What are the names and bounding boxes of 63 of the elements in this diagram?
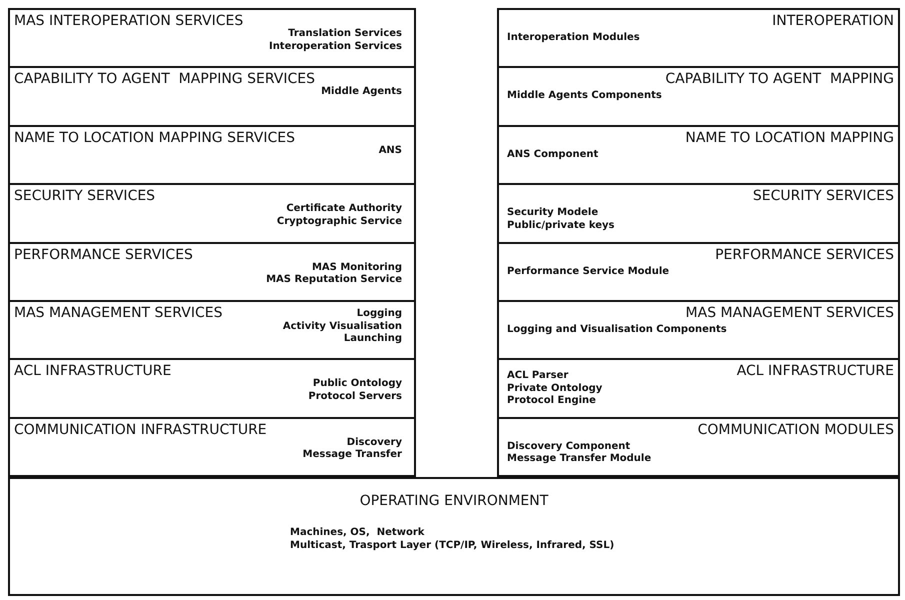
component-label: Launching [342, 333, 402, 346]
layer-title: PERFORMANCE SERVICES [14, 246, 193, 263]
component-label: Machines, OS, Network [290, 527, 426, 540]
component-label: ANS Component [507, 148, 598, 162]
component-label: Interoperation Services [268, 40, 402, 53]
component-label: ACL Parser [507, 370, 570, 383]
component-label: Discovery Component [507, 440, 632, 453]
layer-box [8, 477, 900, 596]
component-label: Translation Services [287, 28, 402, 40]
component-label: Middle Agents Components [507, 90, 662, 103]
layer-title: PERFORMANCE SERVICES [715, 246, 894, 263]
layer-box [8, 416, 416, 478]
layer-box [497, 8, 900, 68]
component-label: Message Transfer [302, 449, 402, 462]
layer-title: NAME TO LOCATION MAPPING SERVICES [14, 130, 296, 146]
layer-title: MAS MANAGEMENT SERVICES [686, 305, 894, 321]
component-label: Logging and Visualisation Components [507, 324, 727, 336]
layer-box [8, 8, 416, 68]
layer-title: ACL INFRASTRUCTURE [14, 363, 172, 380]
layer-title: MAS MANAGEMENT SERVICES [14, 305, 222, 321]
component-label: Certificate Authority [285, 203, 402, 216]
layer-title: OPERATING ENVIRONMENT [358, 493, 550, 510]
layer-title: CAPABILITY TO AGENT MAPPING SERVICES [14, 71, 316, 88]
layer-box [497, 66, 900, 127]
component-label: Activity Visualisation [282, 320, 402, 333]
layer-box [8, 242, 416, 302]
component-label: MAS Monitoring [310, 262, 402, 274]
component-label: Public Ontology [312, 378, 402, 391]
layer-box [8, 124, 416, 186]
layer-box [497, 242, 900, 302]
component-label: Performance Service Module [507, 266, 670, 278]
layer-title: COMMUNICATION INFRASTRUCTURE [14, 422, 267, 438]
layer-box [8, 66, 416, 127]
layer-title: MAS INTEROPERATION SERVICES [14, 13, 244, 29]
layer-title: NAME TO LOCATION MAPPING [685, 130, 894, 146]
component-label: Discovery [346, 436, 402, 449]
layer-box [8, 300, 416, 360]
layer-title: ACL INFRASTRUCTURE [736, 363, 894, 380]
component-label: Public/private keys [507, 220, 615, 232]
component-label: Security Modele [507, 207, 600, 220]
component-label: Private Ontology [507, 382, 602, 395]
layer-title: INTEROPERATION [772, 13, 894, 29]
component-label: Logging [356, 308, 402, 320]
layer-box [497, 183, 900, 244]
component-label: Interoperation Modules [507, 32, 640, 44]
layer-title: SECURITY SERVICES [752, 188, 894, 204]
component-label: Message Transfer Module [507, 453, 652, 466]
component-label: Multicast, Trasport Layer (TCP/IP, Wireless, Infrared, SSL) [290, 540, 614, 552]
component-label: Middle Agents [321, 86, 402, 99]
layer-box [497, 358, 900, 419]
layer-box [8, 183, 416, 244]
component-label: MAS Reputation Service [266, 274, 402, 287]
layer-box [8, 358, 416, 419]
layer-title: CAPABILITY TO AGENT MAPPING [665, 71, 894, 88]
component-label: Protocol Servers [308, 390, 402, 404]
layer-box [497, 300, 900, 360]
layer-title: SECURITY SERVICES [14, 188, 156, 204]
component-label: ANS [378, 144, 402, 158]
component-label: Cryptographic Service [276, 216, 402, 228]
layer-title: COMMUNICATION MODULES [698, 422, 894, 438]
component-label: Protocol Engine [507, 395, 597, 408]
layer-box [497, 416, 900, 478]
layer-box [497, 124, 900, 186]
